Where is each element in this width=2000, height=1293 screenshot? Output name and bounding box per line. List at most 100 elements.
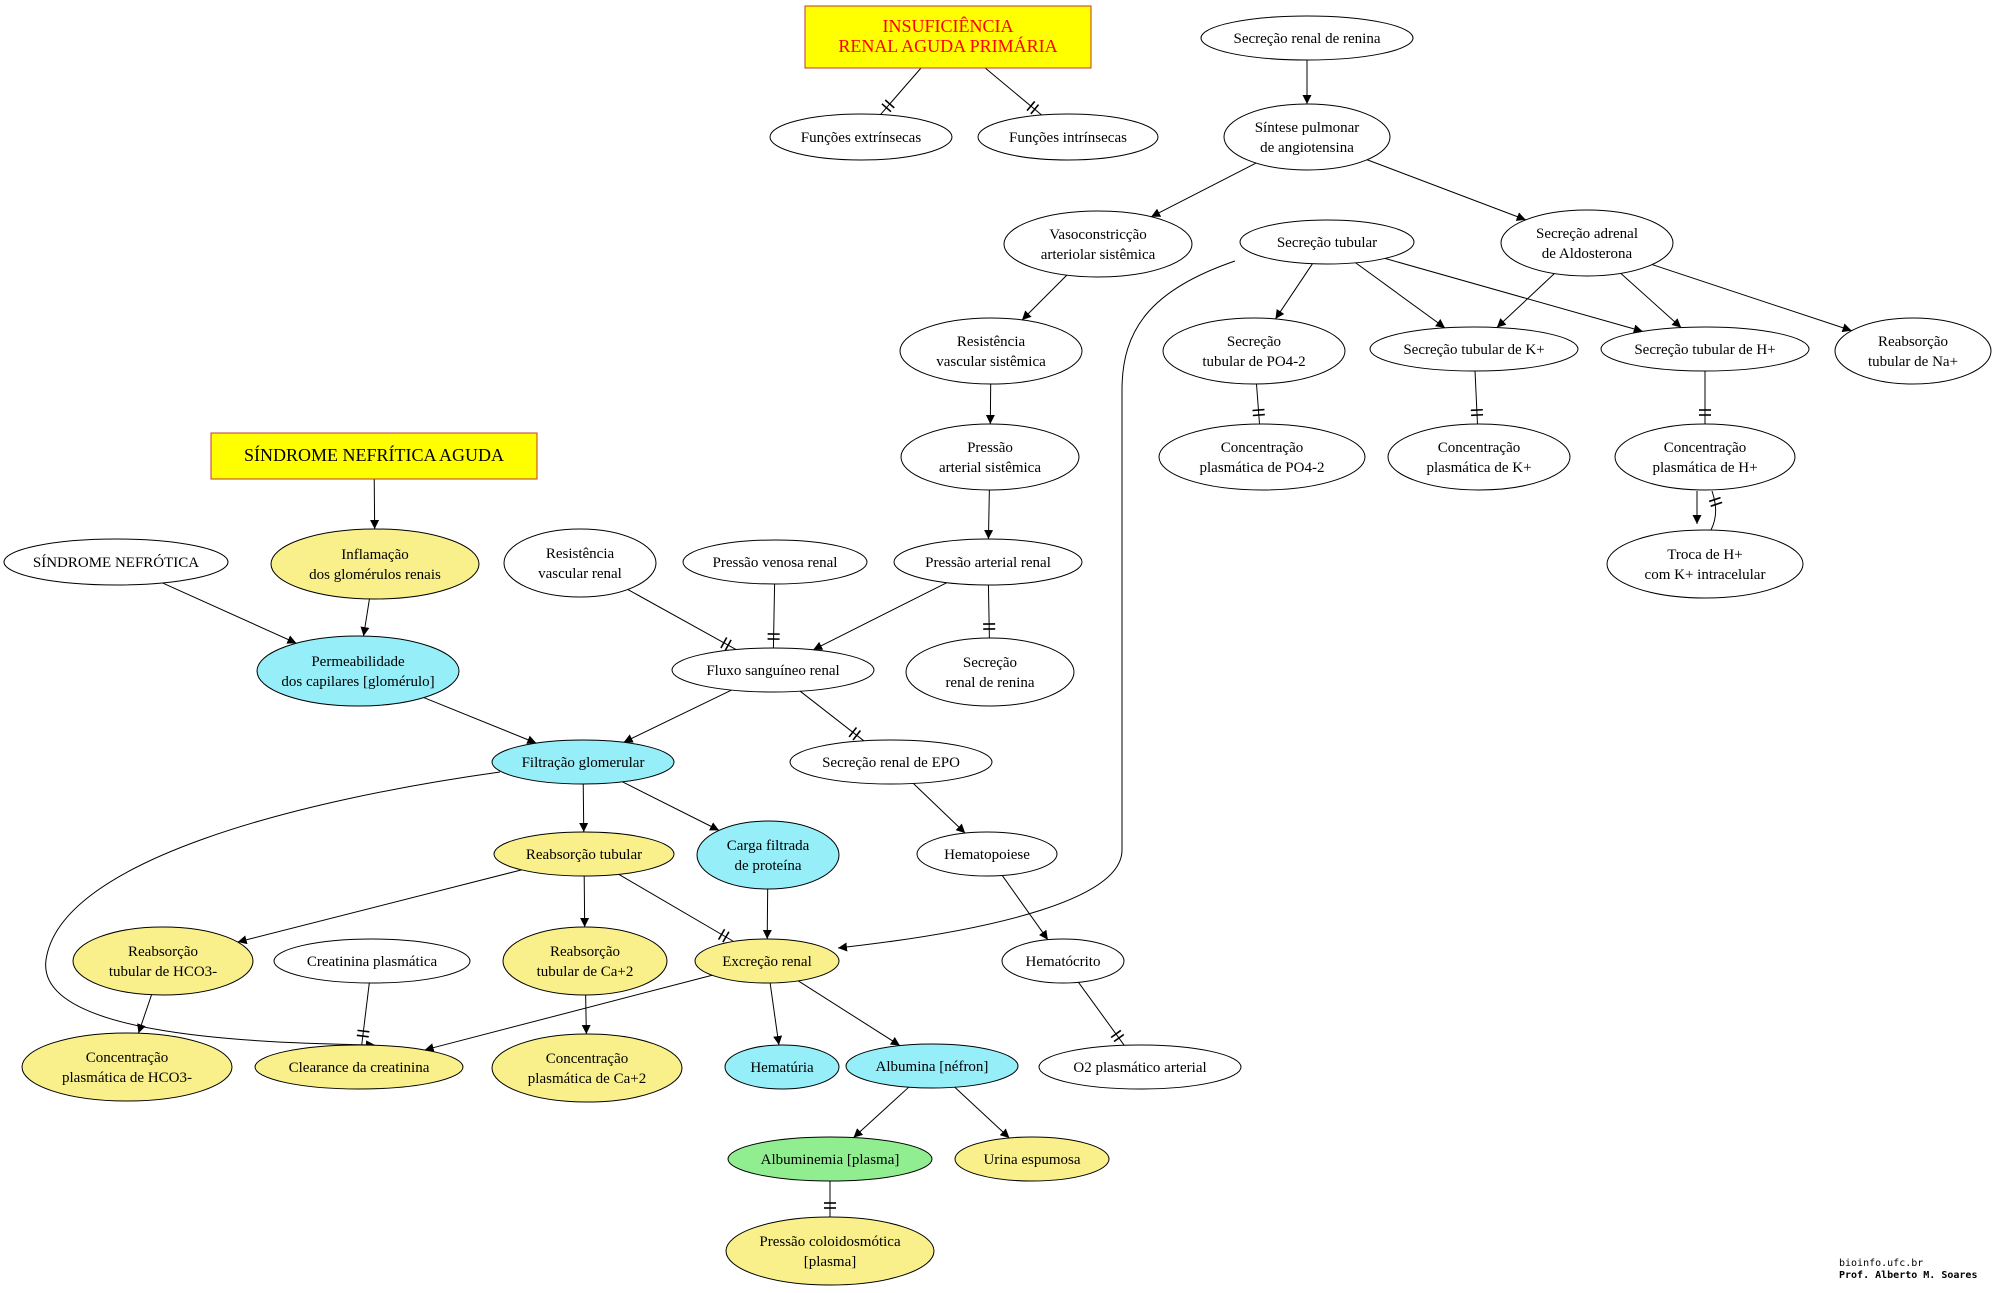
node-label: Reabsorção	[128, 944, 198, 960]
inhibition-tick	[848, 726, 858, 738]
node-label: Vasoconstricção	[1049, 227, 1146, 243]
edge-filtracao-to-clearance	[45, 771, 501, 1050]
edge-epo-to-hematopoiese	[913, 783, 966, 834]
edge-sec_h-to-conc_h	[1699, 371, 1711, 424]
node-label: Clearance da creatinina	[289, 1060, 430, 1076]
edge-line	[880, 67, 922, 115]
edge-aldosterona-to-sec_k	[1496, 273, 1555, 328]
node-reab_tub: Reabsorção tubular	[493, 831, 675, 877]
node-label: Permeabilidade	[311, 654, 405, 670]
edge-hematocrito-to-o2	[1078, 981, 1125, 1046]
edge-albumina-to-albuminemia	[853, 1086, 910, 1138]
edge-sec_tubular-to-sec_k	[1355, 262, 1446, 329]
node-o2: O2 plasmático arterial	[1038, 1044, 1242, 1090]
node-label: Filtração glomerular	[522, 755, 645, 771]
node-ellipse	[900, 423, 1080, 491]
node-ellipse	[954, 1136, 1110, 1182]
inhibition-tick	[1470, 408, 1483, 412]
node-label: Reabsorção	[550, 944, 620, 960]
node-ellipse	[1003, 210, 1193, 278]
node-label: Secreção adrenal	[1536, 226, 1638, 242]
node-label: plasmática de K+	[1426, 460, 1531, 476]
credit-site: bioinfo.ufc.br	[1839, 1258, 1924, 1269]
credit-author: Prof. Alberto M. Soares	[1839, 1270, 1978, 1281]
node-sec_k: Secreção tubular de K+	[1369, 326, 1579, 372]
node-label: dos glomérulos renais	[309, 567, 441, 583]
node-filtracao: Filtração glomerular	[491, 739, 675, 785]
node-ellipse	[899, 317, 1083, 385]
node-label: Carga filtrada	[727, 838, 810, 854]
node-label: Secreção renal de renina	[1234, 31, 1381, 47]
node-label: Pressão venosa renal	[713, 555, 838, 571]
node-label: Fluxo sanguíneo renal	[706, 663, 839, 679]
edge-filtracao-to-carga	[622, 781, 720, 831]
edge-line	[579, 783, 589, 833]
node-ellipse	[1614, 423, 1796, 491]
node-albuminemia: Albuminemia [plasma]	[727, 1136, 933, 1182]
node-label: plasmática de HCO3-	[62, 1070, 192, 1086]
node-ellipse	[491, 739, 675, 785]
node-ellipse	[270, 528, 480, 600]
node-label: tubular de Na+	[1868, 354, 1958, 370]
inhibition-tick	[717, 928, 726, 941]
inhibition-tick	[1252, 413, 1265, 417]
node-label: Secreção tubular de K+	[1403, 342, 1544, 358]
node-ellipse	[696, 820, 840, 890]
node-ellipse	[1038, 1044, 1242, 1090]
node-label: dos capilares [glomérulo]	[281, 674, 434, 690]
inhibition-tick	[1113, 1033, 1125, 1043]
edge-line	[1710, 490, 1717, 531]
edge-aldosterona-to-sec_h	[1620, 272, 1682, 328]
node-label: Concentração	[1664, 440, 1746, 456]
node-label: Resistência	[957, 334, 1026, 350]
node-ellipse	[1387, 423, 1571, 491]
edge-line	[361, 982, 370, 1046]
edge-line	[984, 67, 1042, 116]
edge-filtracao-to-reab_tub	[579, 783, 589, 833]
node-label: Funções extrínsecas	[801, 130, 922, 146]
node-ellipse	[725, 1216, 935, 1286]
edge-permeab-to-filtracao	[423, 697, 537, 744]
node-ellipse	[682, 539, 868, 585]
edges-layer	[45, 60, 1852, 1217]
edge-sec_tubular-to-sec_po4	[1275, 263, 1313, 320]
node-label: Síntese pulmonar	[1255, 120, 1360, 136]
node-snfa: SÍNDROME NEFRÍTICA AGUDA	[210, 432, 538, 480]
node-ellipse	[21, 1032, 233, 1102]
node-ellipse	[916, 831, 1058, 877]
node-label: Albuminemia [plasma]	[761, 1152, 900, 1168]
node-label: Concentração	[86, 1050, 168, 1066]
node-label: vascular renal	[538, 566, 622, 582]
edge-line	[162, 582, 297, 644]
edge-line	[1255, 383, 1261, 425]
node-label: SÍNDROME NEFRÍTICA AGUDA	[244, 444, 504, 465]
node-p_venosa: Pressão venosa renal	[682, 539, 868, 585]
edge-line	[1496, 273, 1555, 328]
node-label: renal de renina	[945, 675, 1034, 691]
inhibition-tick	[357, 1029, 370, 1033]
inhibition-tick	[1026, 100, 1036, 112]
edge-line	[772, 583, 776, 649]
edge-line	[1474, 370, 1478, 425]
node-hematopoiese: Hematopoiese	[916, 831, 1058, 877]
edge-sec_po4-to-conc_po4	[1252, 383, 1265, 425]
node-ellipse	[503, 528, 657, 598]
node-label: Urina espumosa	[983, 1152, 1080, 1168]
node-ellipse	[493, 831, 675, 877]
node-ellipse	[789, 739, 993, 785]
credit-block: bioinfo.ufc.br Prof. Alberto M. Soares	[1839, 1258, 1977, 1282]
node-label: Hematopoiese	[944, 847, 1030, 863]
node-ellipse	[1600, 326, 1810, 372]
edge-line	[360, 598, 370, 637]
edge-line	[1384, 257, 1643, 334]
node-fluxo: Fluxo sanguíneo renal	[671, 647, 875, 693]
edge-hematopoiese-to-hematocrito	[1001, 875, 1049, 940]
edge-line	[1078, 981, 1125, 1046]
